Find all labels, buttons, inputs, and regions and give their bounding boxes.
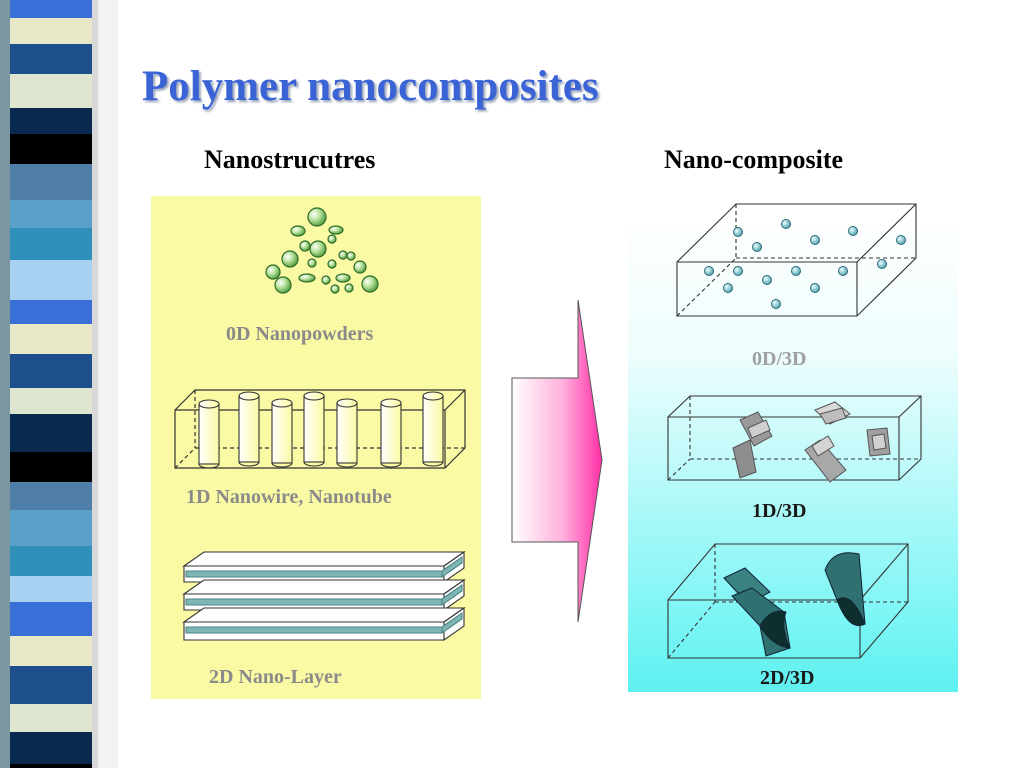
nanoparticle: [896, 235, 906, 245]
dispersed-nanotubes: [732, 401, 891, 483]
nanoparticle: [723, 283, 733, 293]
nanoparticle: [848, 226, 858, 236]
nanowire-cylinders: [198, 391, 444, 469]
stripe: [10, 200, 92, 228]
nanoparticle: [704, 266, 714, 276]
stripe: [10, 18, 92, 44]
nanosheet: [824, 552, 866, 626]
nanopowder-sphere: [307, 207, 327, 227]
nanopowder-sphere: [321, 275, 331, 285]
nanopowder-sphere: [338, 250, 348, 260]
stripe: [10, 228, 92, 260]
nanopowder-sphere: [265, 264, 281, 280]
stripe: [10, 134, 92, 164]
stripe: [10, 164, 92, 200]
stripe: [10, 414, 92, 452]
nanoparticle: [771, 299, 781, 309]
stripe: [10, 732, 92, 764]
decorative-stripe-bar: [0, 0, 118, 768]
nanopowder-sphere: [353, 260, 367, 274]
nanopowder-sphere: [290, 225, 306, 237]
nanopowder-sphere: [346, 251, 356, 261]
nanopowder-sphere: [299, 240, 311, 252]
nanosheet: [723, 567, 791, 657]
nanopowder-sphere: [330, 284, 340, 294]
nanopowder-sphere: [327, 259, 337, 269]
stripe: [10, 602, 92, 636]
stripe: [10, 74, 92, 108]
nanotube-bundle: [732, 411, 773, 479]
stripe: [10, 324, 92, 354]
nanopowder-sphere: [274, 276, 292, 294]
nanotube-bundle: [804, 435, 847, 483]
nanowire-cylinder: [336, 398, 358, 468]
composite-box-0d3d: [676, 203, 917, 317]
nanocomposite-panel: [628, 212, 958, 692]
stripe: [10, 388, 92, 414]
nanopowder-sphere: [344, 283, 354, 293]
dispersed-nanosheets: [723, 552, 866, 657]
nano-layer: [182, 606, 466, 642]
stripe: [10, 260, 92, 300]
nanopowder-sphere: [327, 234, 337, 244]
nanopowder-sphere: [298, 273, 316, 283]
label-1d-nanowire: 1D Nanowire, Nanotube: [186, 486, 392, 508]
nanoparticle: [733, 266, 743, 276]
nano-layer-stack: [182, 550, 466, 642]
nanowire-cylinder: [380, 398, 402, 468]
left-column-heading: Nanostrucutres: [204, 145, 376, 174]
nanoparticle: [733, 227, 743, 237]
nanoparticle: [762, 275, 772, 285]
label-2d-nano-layer: 2D Nano-Layer: [209, 666, 342, 688]
stripe: [10, 44, 92, 74]
composite-box-1d3d: [667, 395, 922, 481]
nanowire-cylinder: [198, 399, 220, 469]
stripe: [10, 704, 92, 732]
nanoparticle: [752, 242, 762, 252]
stripe: [10, 666, 92, 704]
stripe: [10, 0, 92, 18]
stripe: [10, 482, 92, 510]
nanoparticle: [877, 259, 887, 269]
transformation-arrow: [511, 299, 603, 623]
nanoparticle: [810, 235, 820, 245]
stripe: [10, 452, 92, 482]
nanopowder-sphere: [281, 250, 299, 268]
nanoparticle: [810, 283, 820, 293]
page-title: Polymer nanocomposites: [142, 63, 599, 110]
stripe: [10, 546, 92, 576]
nanopowder-sphere: [361, 275, 379, 293]
nano-layer: [182, 550, 466, 584]
stripe: [10, 510, 92, 546]
nanowire-cylinder: [422, 391, 444, 467]
nanopowder-spheres: [265, 207, 379, 294]
nanopowder-sphere: [328, 225, 344, 235]
nanowire-cylinder: [238, 391, 260, 467]
nanowire-cylinder: [303, 391, 325, 467]
stripe: [10, 576, 92, 602]
stripe: [10, 108, 92, 134]
stripe: [10, 354, 92, 388]
label-0d-nanopowders: 0D Nanopowders: [226, 323, 374, 345]
nanopowder-sphere: [307, 258, 317, 268]
right-column-heading: Nano-composite: [664, 145, 844, 174]
nanotube-bundle: [866, 427, 891, 457]
stripe: [10, 300, 92, 324]
nanoparticle: [781, 219, 791, 229]
nanowire-cylinder: [271, 398, 293, 468]
stripe: [10, 636, 92, 666]
label-1d-3d: 1D/3D: [752, 500, 807, 522]
dispersed-nanoparticles: [704, 219, 906, 309]
nanotube-bundle: [814, 401, 851, 425]
nano-layer: [182, 578, 466, 612]
nanoparticle: [838, 266, 848, 276]
nanoparticle: [791, 266, 801, 276]
label-0d-3d: 0D/3D: [752, 348, 807, 370]
nanopowder-sphere: [335, 273, 351, 283]
label-2d-3d: 2D/3D: [760, 667, 815, 689]
stripe: [10, 764, 92, 768]
nanopowder-sphere: [309, 240, 327, 258]
